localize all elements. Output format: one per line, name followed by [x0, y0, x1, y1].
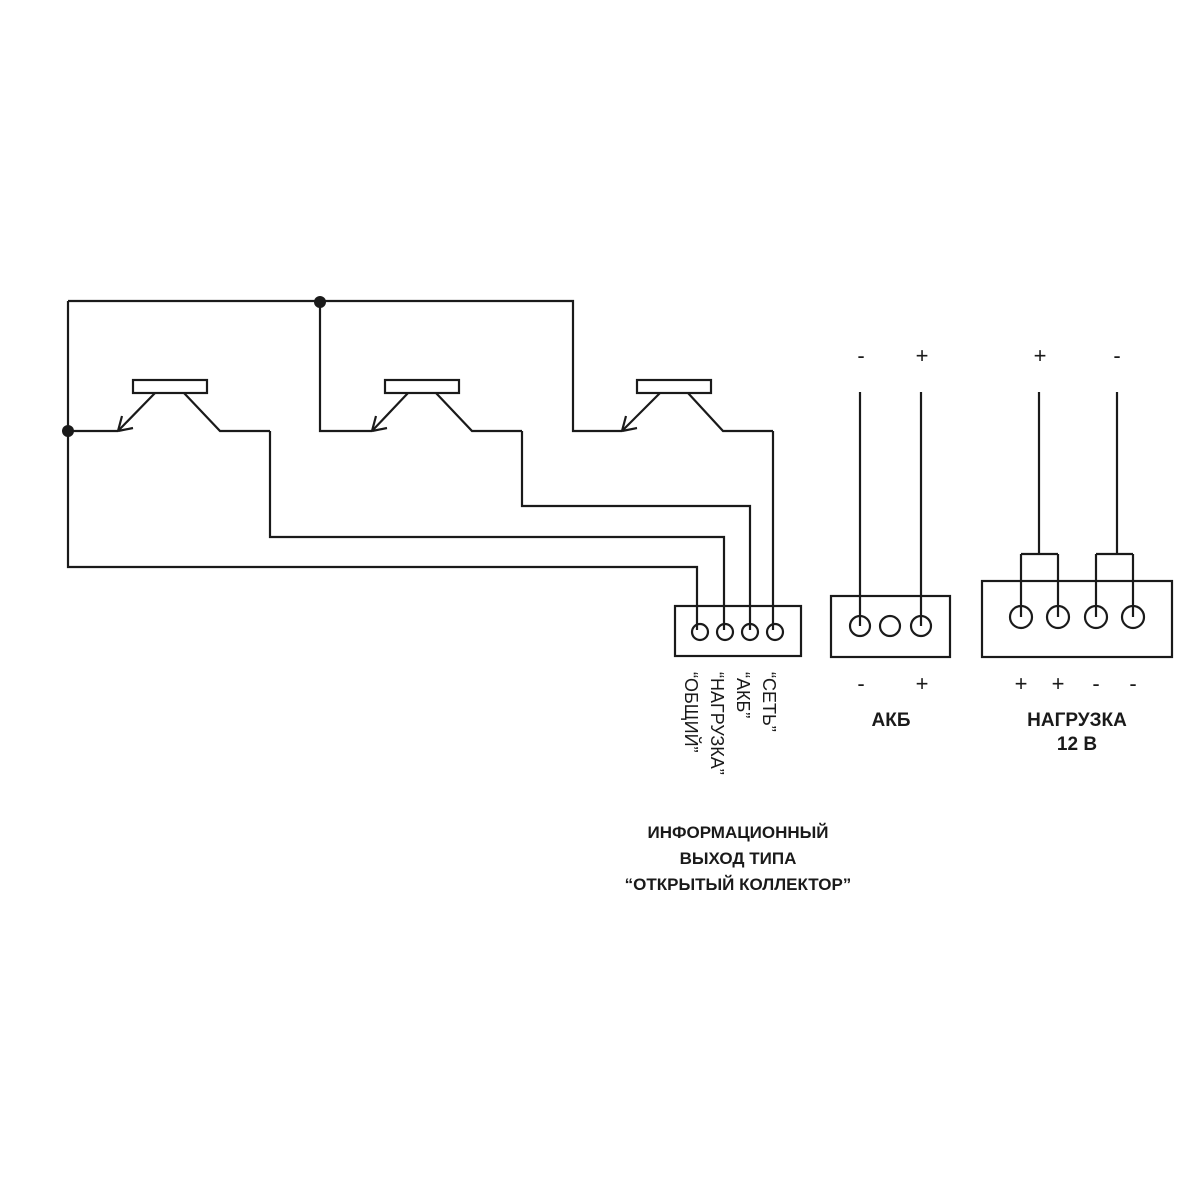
load-top-minus: - — [1113, 343, 1120, 368]
load-signal-wire — [268, 431, 726, 630]
info-output-terminal-block — [673, 604, 803, 658]
caption-line-2: ВЫХОД ТИПА — [680, 849, 797, 868]
transistor-1 — [116, 378, 270, 433]
caption-line-1: ИНФОРМАЦИОННЫЙ — [647, 823, 828, 842]
terminal-label-network: “СЕТЬ” — [759, 672, 779, 732]
terminal-load — [715, 622, 735, 642]
akb-signal-wire — [520, 431, 752, 630]
terminal-label-akb: “АКБ” — [733, 672, 753, 718]
akb-top-minus: - — [857, 343, 864, 368]
load-title-line-2: 12 В — [1057, 734, 1097, 755]
load-title-line-1: НАГРУЗКА — [1027, 710, 1127, 731]
terminal-akb — [740, 622, 760, 642]
akb-title: АКБ — [872, 710, 911, 731]
akb-terminal-block — [829, 392, 952, 659]
akb-bottom-plus: + — [916, 671, 929, 696]
load-bottom-minus-2: - — [1129, 671, 1136, 696]
junction-dot — [62, 425, 74, 437]
terminal-label-load: “НАГРУЗКА” — [707, 672, 727, 775]
transistor-2-emitter-wire — [318, 301, 372, 433]
terminal-network — [765, 622, 785, 642]
akb-bottom-minus: - — [857, 671, 864, 696]
transistor-3 — [620, 378, 773, 433]
transistor-2 — [370, 378, 522, 433]
common-wire — [66, 301, 699, 630]
load-bottom-plus-2: + — [1052, 671, 1065, 696]
load-terminal-block — [980, 392, 1174, 659]
load-top-plus: + — [1034, 343, 1047, 368]
junction-dot — [314, 296, 326, 308]
load-bottom-plus-1: + — [1015, 671, 1028, 696]
terminal-common — [690, 622, 710, 642]
akb-top-plus: + — [916, 343, 929, 368]
caption-line-3: “ОТКРЫТЫЙ КОЛЛЕКТОР” — [625, 875, 852, 894]
load-bottom-minus-1: - — [1092, 671, 1099, 696]
top-bus-wire — [68, 299, 622, 433]
terminal-label-common: “ОБЩИЙ” — [681, 672, 702, 753]
